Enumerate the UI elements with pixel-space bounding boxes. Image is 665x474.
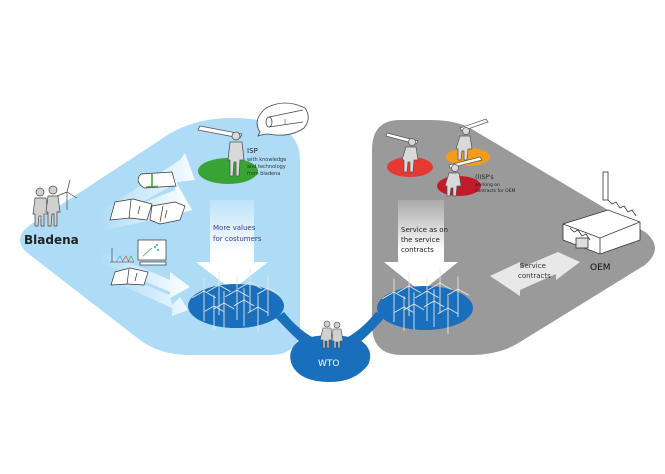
wind-turbine-icon [213,291,235,329]
more-values-arrow [196,200,268,290]
wind-turbine-icon [437,296,459,334]
wind-turbine-icon [225,276,249,320]
bladena-label: Bladena [24,233,79,247]
isp-desc-line2: and technology [247,164,286,170]
more-values-label-line1: More values [213,224,256,232]
more-values-label-line2: for costumers [213,235,262,243]
wind-turbine-icon [207,271,231,315]
isp-person-carrying-blade-icon [197,125,245,177]
right-wind-farm-pond [377,286,473,330]
service-label-line1: Service as on [401,226,448,234]
wind-turbine-icon [238,268,262,312]
isps-desc-line1: working on [475,182,500,188]
manual-book-icon [149,201,186,225]
right-wind-turbines [382,269,470,334]
wind-turbine-icon [204,295,224,330]
wind-turbine-icon [446,276,470,317]
manual-book-icon [109,198,153,221]
oem-factory-icon [562,171,641,255]
wind-turbine-icon [428,269,452,313]
bladena-founders-icon [32,179,78,227]
service-label-line3: contracts [401,246,434,254]
isp-desc-line3: from bladena [247,171,280,177]
oem-label: OEM [590,263,611,273]
wto-label: WTO [318,359,339,369]
service-contracts-arrow [490,252,580,296]
wind-turbine-icon [233,288,255,326]
computer-monitor-icon [137,239,167,266]
wind-turbine-icon [247,295,269,333]
service-label-line2: the service [401,236,440,244]
blade-profile-icon [137,171,177,189]
left-wind-turbines [192,268,280,333]
wind-turbine-icon [256,275,280,316]
left-wind-farm-pond [188,284,284,328]
data-chart-icon [110,248,135,263]
isps-title: (I)SP's [475,174,494,181]
isp-title: ISP [247,147,258,155]
wind-turbine-icon [397,272,421,316]
wto-people-icon [319,320,344,349]
isp-desc-line1: with knowledge [247,157,286,163]
service-contracts-label-line2: contracts [518,272,551,280]
wto-pond [290,335,371,382]
service-arrow [384,200,458,292]
isp-platform-orange [446,148,490,166]
speech-bubble-blade-section [256,102,309,137]
wind-turbine-icon [423,289,445,327]
service-contracts-label-line1: Service [520,262,546,270]
isps-desc-line2: contracts for OEM [475,188,515,194]
wind-turbine-icon [394,296,414,331]
wind-turbine-icon [403,292,425,330]
isp-people-carrying-blades-icon [385,118,489,197]
wind-turbine-icon [415,277,439,321]
isp-platform [198,158,258,184]
water [188,284,473,382]
manual-book-icon [110,267,149,286]
